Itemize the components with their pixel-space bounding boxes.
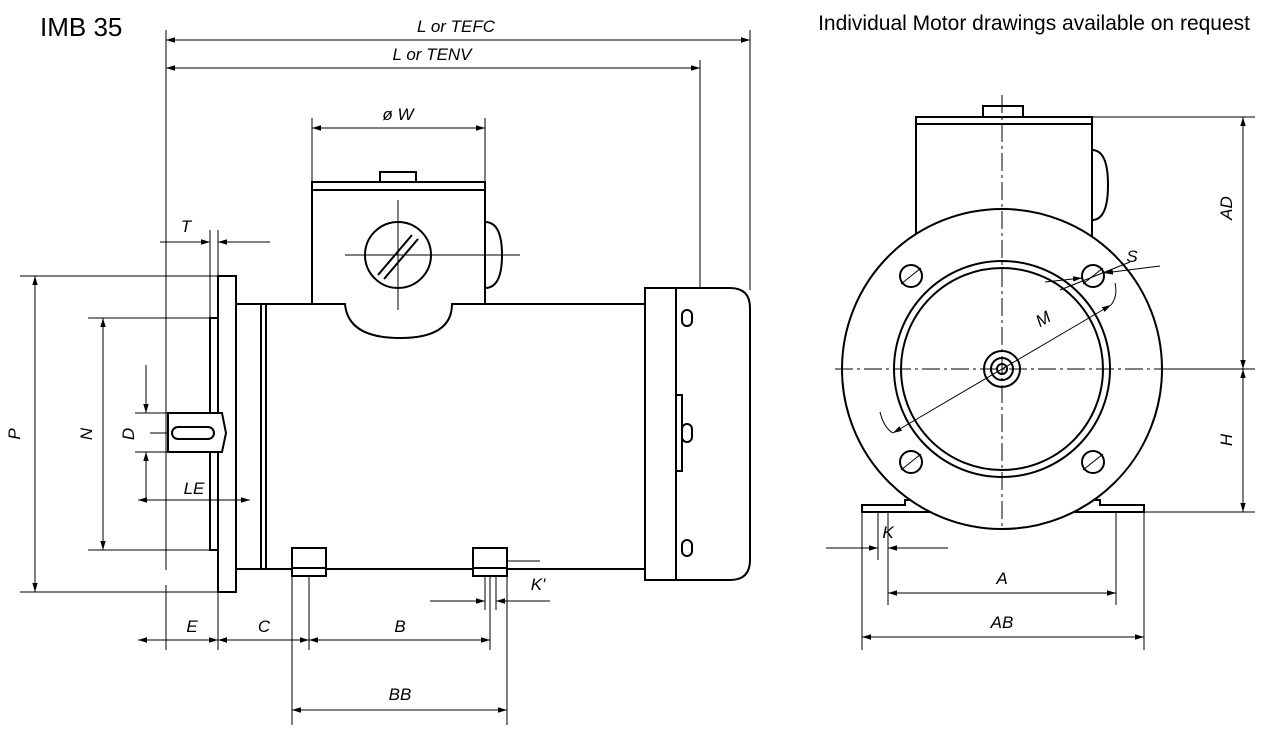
terminal-box-cap xyxy=(379,171,417,183)
foot-rear xyxy=(472,547,508,577)
label-k: K xyxy=(882,523,894,542)
label-n: N xyxy=(77,427,96,440)
label-t: T xyxy=(181,217,193,236)
fan-cover xyxy=(644,287,751,581)
label-s: S xyxy=(1126,247,1138,266)
front-view: AD H S M K A AB xyxy=(826,95,1255,650)
label-ab: AB xyxy=(990,613,1014,632)
label-p: P xyxy=(5,428,24,440)
model-title: IMB 35 xyxy=(40,12,123,42)
side-view: L or TEFC L or TENV ø W T P N D LE E C B… xyxy=(5,17,751,725)
label-ad: AD xyxy=(1217,196,1236,221)
label-a: A xyxy=(995,569,1007,588)
label-h: H xyxy=(1217,433,1236,446)
side-dimensions xyxy=(32,37,750,713)
label-l-tefc: L or TEFC xyxy=(417,17,496,36)
end-bolts xyxy=(675,309,693,557)
drawing-availability-note: Individual Motor drawings available on r… xyxy=(818,12,1250,35)
label-b: B xyxy=(394,617,405,636)
label-e: E xyxy=(186,617,198,636)
label-l-tenv: L or TENV xyxy=(392,45,473,64)
flange-bolt-holes xyxy=(899,264,1105,474)
shaft xyxy=(167,412,228,453)
label-k-prime: K' xyxy=(531,575,546,594)
shaft-keyway xyxy=(171,426,215,440)
motor-body xyxy=(260,303,646,570)
foot-front xyxy=(291,547,327,577)
label-c: C xyxy=(258,617,271,636)
front-terminal-box-cap xyxy=(982,105,1024,118)
label-d: D xyxy=(119,428,138,440)
label-w: ø W xyxy=(382,105,415,124)
front-cable-gland xyxy=(1091,148,1110,222)
flange-hub xyxy=(235,303,262,570)
label-bb: BB xyxy=(389,685,412,704)
front-dimensions xyxy=(826,117,1246,640)
label-le: LE xyxy=(184,479,205,498)
